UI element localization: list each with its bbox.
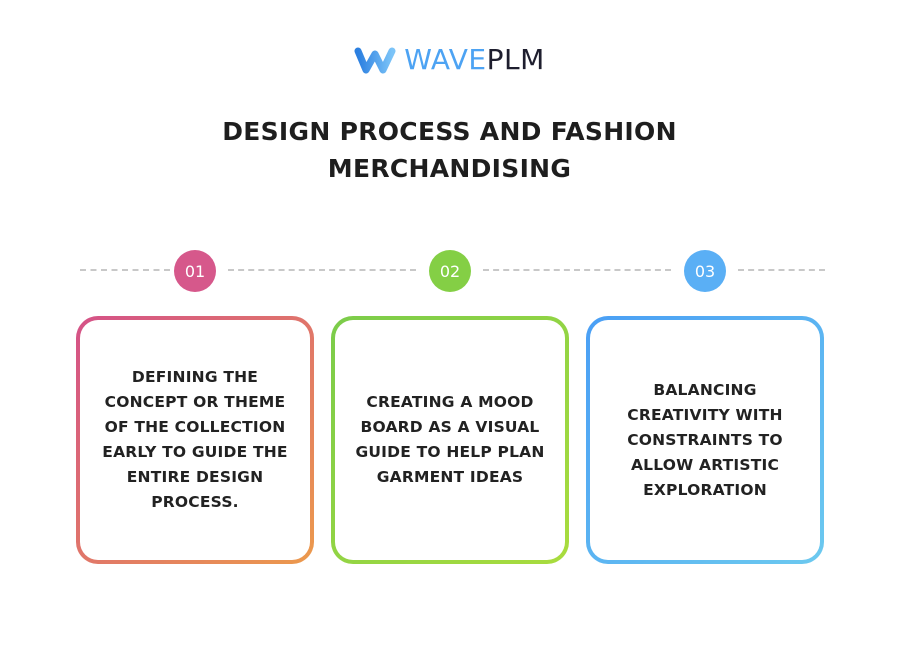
- timeline-segment-1: [80, 269, 170, 271]
- step-card-3: BALANCING CREATIVITY WITH CONSTRAINTS TO…: [586, 316, 824, 564]
- step-number-badge: 03: [684, 250, 726, 292]
- logo-text: WAVEPLM: [404, 44, 545, 76]
- page-title: DESIGN PROCESS AND FASHION MERCHANDISING: [0, 113, 899, 187]
- step-card-body: BALANCING CREATIVITY WITH CONSTRAINTS TO…: [590, 320, 820, 560]
- logo-plm-text: PLM: [486, 43, 545, 76]
- step-card-text: BALANCING CREATIVITY WITH CONSTRAINTS TO…: [627, 380, 783, 499]
- step-card-text: CREATING A MOOD BOARD AS A VISUAL GUIDE …: [355, 393, 545, 486]
- logo-wave-text: WAVE: [404, 43, 487, 76]
- step-number-badge: 02: [429, 250, 471, 292]
- title-line-1: DESIGN PROCESS AND FASHION: [222, 117, 677, 146]
- step-card-text: DEFINING THE CONCEPT OR THEME OF THE COL…: [102, 368, 288, 511]
- step-card-body: DEFINING THE CONCEPT OR THEME OF THE COL…: [80, 320, 310, 560]
- step-card-2: CREATING A MOOD BOARD AS A VISUAL GUIDE …: [331, 316, 569, 564]
- step-card-body: CREATING A MOOD BOARD AS A VISUAL GUIDE …: [335, 320, 565, 560]
- step-number-badge: 01: [174, 250, 216, 292]
- wave-w-icon: [354, 47, 396, 74]
- title-line-2: MERCHANDISING: [327, 154, 572, 183]
- step-card-1: DEFINING THE CONCEPT OR THEME OF THE COL…: [76, 316, 314, 564]
- timeline-segment-3: [483, 269, 671, 271]
- logo: WAVEPLM: [0, 44, 899, 76]
- timeline-segment-4: [738, 269, 825, 271]
- timeline-segment-2: [228, 269, 416, 271]
